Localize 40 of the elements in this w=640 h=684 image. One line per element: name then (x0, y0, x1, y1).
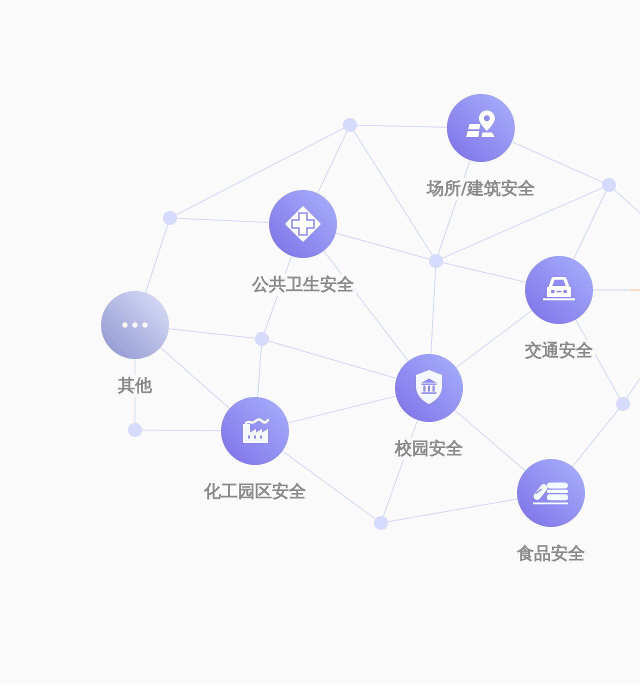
junction-dot (343, 118, 357, 132)
connector-line (573, 190, 606, 260)
junction-dot (616, 397, 630, 411)
connector-line (614, 189, 640, 214)
junction-dot (602, 178, 616, 192)
connector-line (572, 408, 620, 468)
connector-line (454, 410, 526, 472)
connector-line (288, 396, 396, 424)
junction-dot (429, 254, 443, 268)
junction-dot (163, 211, 177, 225)
category-label: 化工园区安全 (202, 481, 308, 503)
connector-line (430, 268, 436, 355)
connector-line (335, 232, 430, 260)
connector-line (142, 430, 222, 432)
connector-line (442, 262, 526, 283)
connector-line (387, 498, 518, 522)
connector-line (257, 346, 262, 398)
connector-line (442, 187, 604, 259)
connector-line (317, 130, 348, 194)
connector-line (268, 340, 397, 379)
category-label: 公共卫生安全 (250, 274, 356, 296)
connector-line (168, 328, 256, 339)
connector-line (160, 347, 230, 409)
connector-line (176, 218, 270, 223)
connector-line (176, 128, 344, 216)
connector-line (145, 224, 168, 294)
category-label: 食品安全 (515, 543, 587, 565)
connector-line (356, 124, 448, 128)
connector-line (512, 141, 604, 183)
category-label: 场所/建筑安全 (424, 178, 538, 200)
connector-line (282, 450, 376, 520)
junction-dot (255, 332, 269, 346)
category-label: 交通安全 (523, 340, 595, 362)
category-label: 其他 (116, 375, 154, 397)
connector-line (456, 310, 532, 368)
junction-dot (128, 423, 142, 437)
category-label: 校园安全 (393, 438, 465, 460)
junction-dot (374, 516, 388, 530)
connector-line (353, 130, 433, 256)
connector-line (626, 378, 640, 399)
